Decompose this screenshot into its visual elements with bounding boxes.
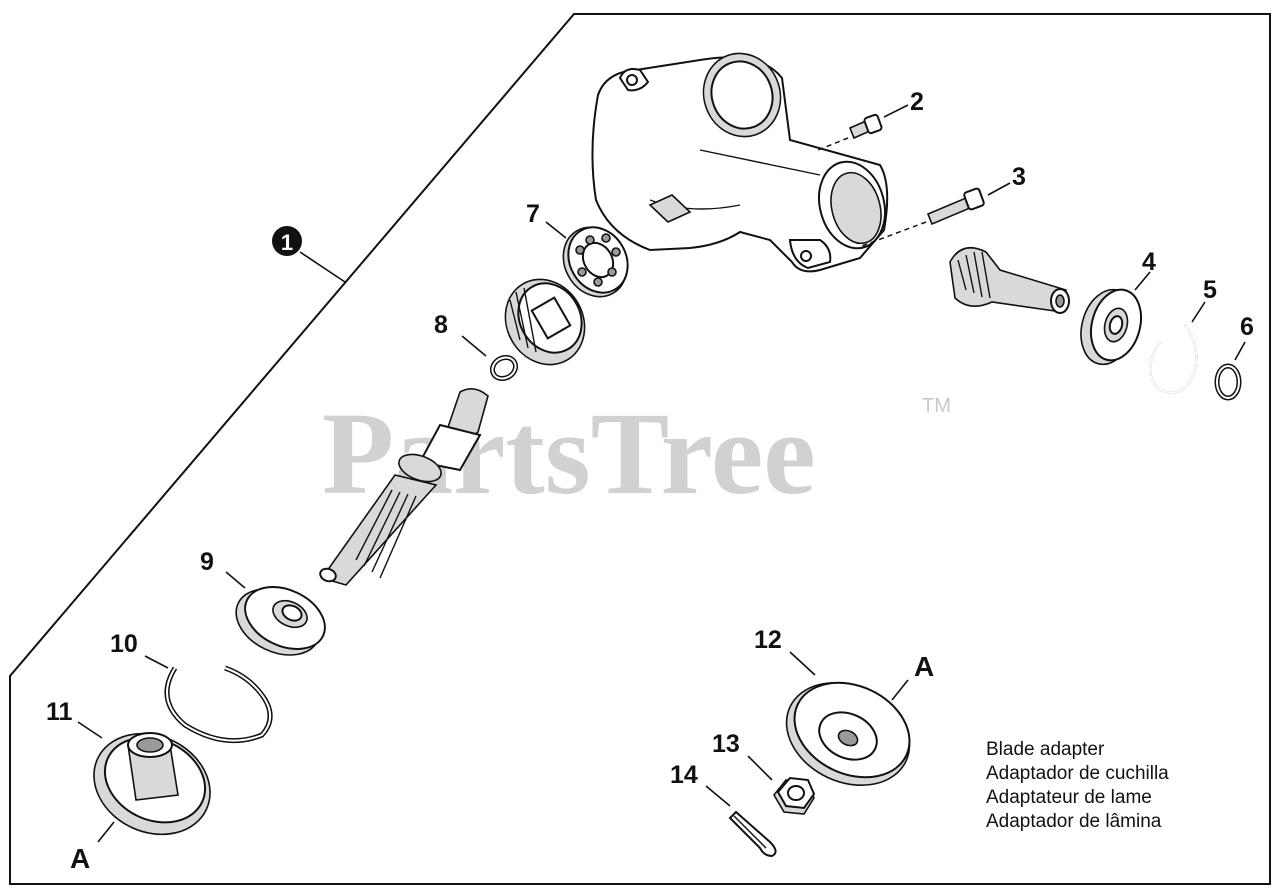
- leader-9: [225, 571, 246, 589]
- callout-11[interactable]: 11: [46, 698, 73, 726]
- leader-a-left: [97, 821, 115, 843]
- callout-1[interactable]: 1: [272, 226, 302, 256]
- bevel-gear: [504, 278, 586, 366]
- part-2-screw[interactable]: [848, 113, 883, 140]
- part-14-cotter-pin[interactable]: [728, 810, 777, 858]
- callout-a-right[interactable]: A: [914, 651, 934, 682]
- callout-10[interactable]: 10: [110, 630, 138, 658]
- pinion-gear: [949, 246, 1070, 314]
- part-6-ring[interactable]: [1214, 363, 1242, 401]
- description-pt: Adaptador de lâmina: [986, 811, 1162, 832]
- part-5-snap-ring[interactable]: [1149, 324, 1198, 394]
- callout-7[interactable]: 7: [526, 200, 540, 228]
- part-13-nut[interactable]: [773, 776, 816, 815]
- part-4-bearing[interactable]: [1073, 284, 1148, 371]
- part-7-ball-bearing[interactable]: [551, 216, 639, 308]
- watermark-tm: TM: [922, 395, 951, 417]
- leader-2: [883, 104, 909, 118]
- diagram-frame: [9, 13, 1271, 885]
- leader-7: [545, 221, 567, 239]
- description-en: Blade adapter: [986, 739, 1105, 760]
- dash-3: [861, 221, 927, 247]
- leader-a-right: [891, 679, 909, 701]
- callout-4[interactable]: 4: [1142, 248, 1156, 276]
- leader-8: [461, 335, 487, 357]
- part-3-screw[interactable]: [926, 187, 985, 226]
- leader-14: [705, 785, 731, 807]
- leader-4: [1134, 271, 1151, 291]
- callout-2[interactable]: 2: [910, 88, 924, 116]
- part-8-ring[interactable]: [489, 353, 520, 382]
- dash-2: [817, 137, 849, 151]
- leader-12: [789, 651, 816, 676]
- leader-11: [77, 721, 103, 739]
- svg-text:1: 1: [281, 230, 293, 255]
- callout-6[interactable]: 6: [1240, 313, 1254, 341]
- callout-9[interactable]: 9: [200, 548, 214, 576]
- leader-3: [987, 182, 1011, 196]
- callout-5[interactable]: 5: [1203, 276, 1217, 304]
- part-12-blade-adapter[interactable]: [770, 663, 927, 804]
- description-fr: Adaptateur de lame: [986, 787, 1152, 808]
- leader-6: [1234, 341, 1246, 361]
- description-es: Adaptador de cuchilla: [986, 763, 1169, 784]
- callout-a-left[interactable]: A: [70, 843, 90, 874]
- callout-12[interactable]: 12: [754, 626, 782, 654]
- part-9-bearing[interactable]: [225, 575, 334, 668]
- part-10-snap-ring[interactable]: [164, 665, 273, 744]
- leader-10: [144, 655, 169, 669]
- callout-14[interactable]: 14: [670, 761, 698, 789]
- callout-13[interactable]: 13: [712, 730, 740, 758]
- output-shaft: [319, 388, 489, 586]
- part-11-blade-holder[interactable]: [77, 715, 226, 853]
- gear-housing: [591, 52, 889, 273]
- leader-1: [299, 251, 346, 283]
- callout-3[interactable]: 3: [1012, 163, 1026, 191]
- leader-5: [1191, 301, 1206, 323]
- leader-13: [747, 755, 773, 781]
- callout-8[interactable]: 8: [434, 311, 448, 339]
